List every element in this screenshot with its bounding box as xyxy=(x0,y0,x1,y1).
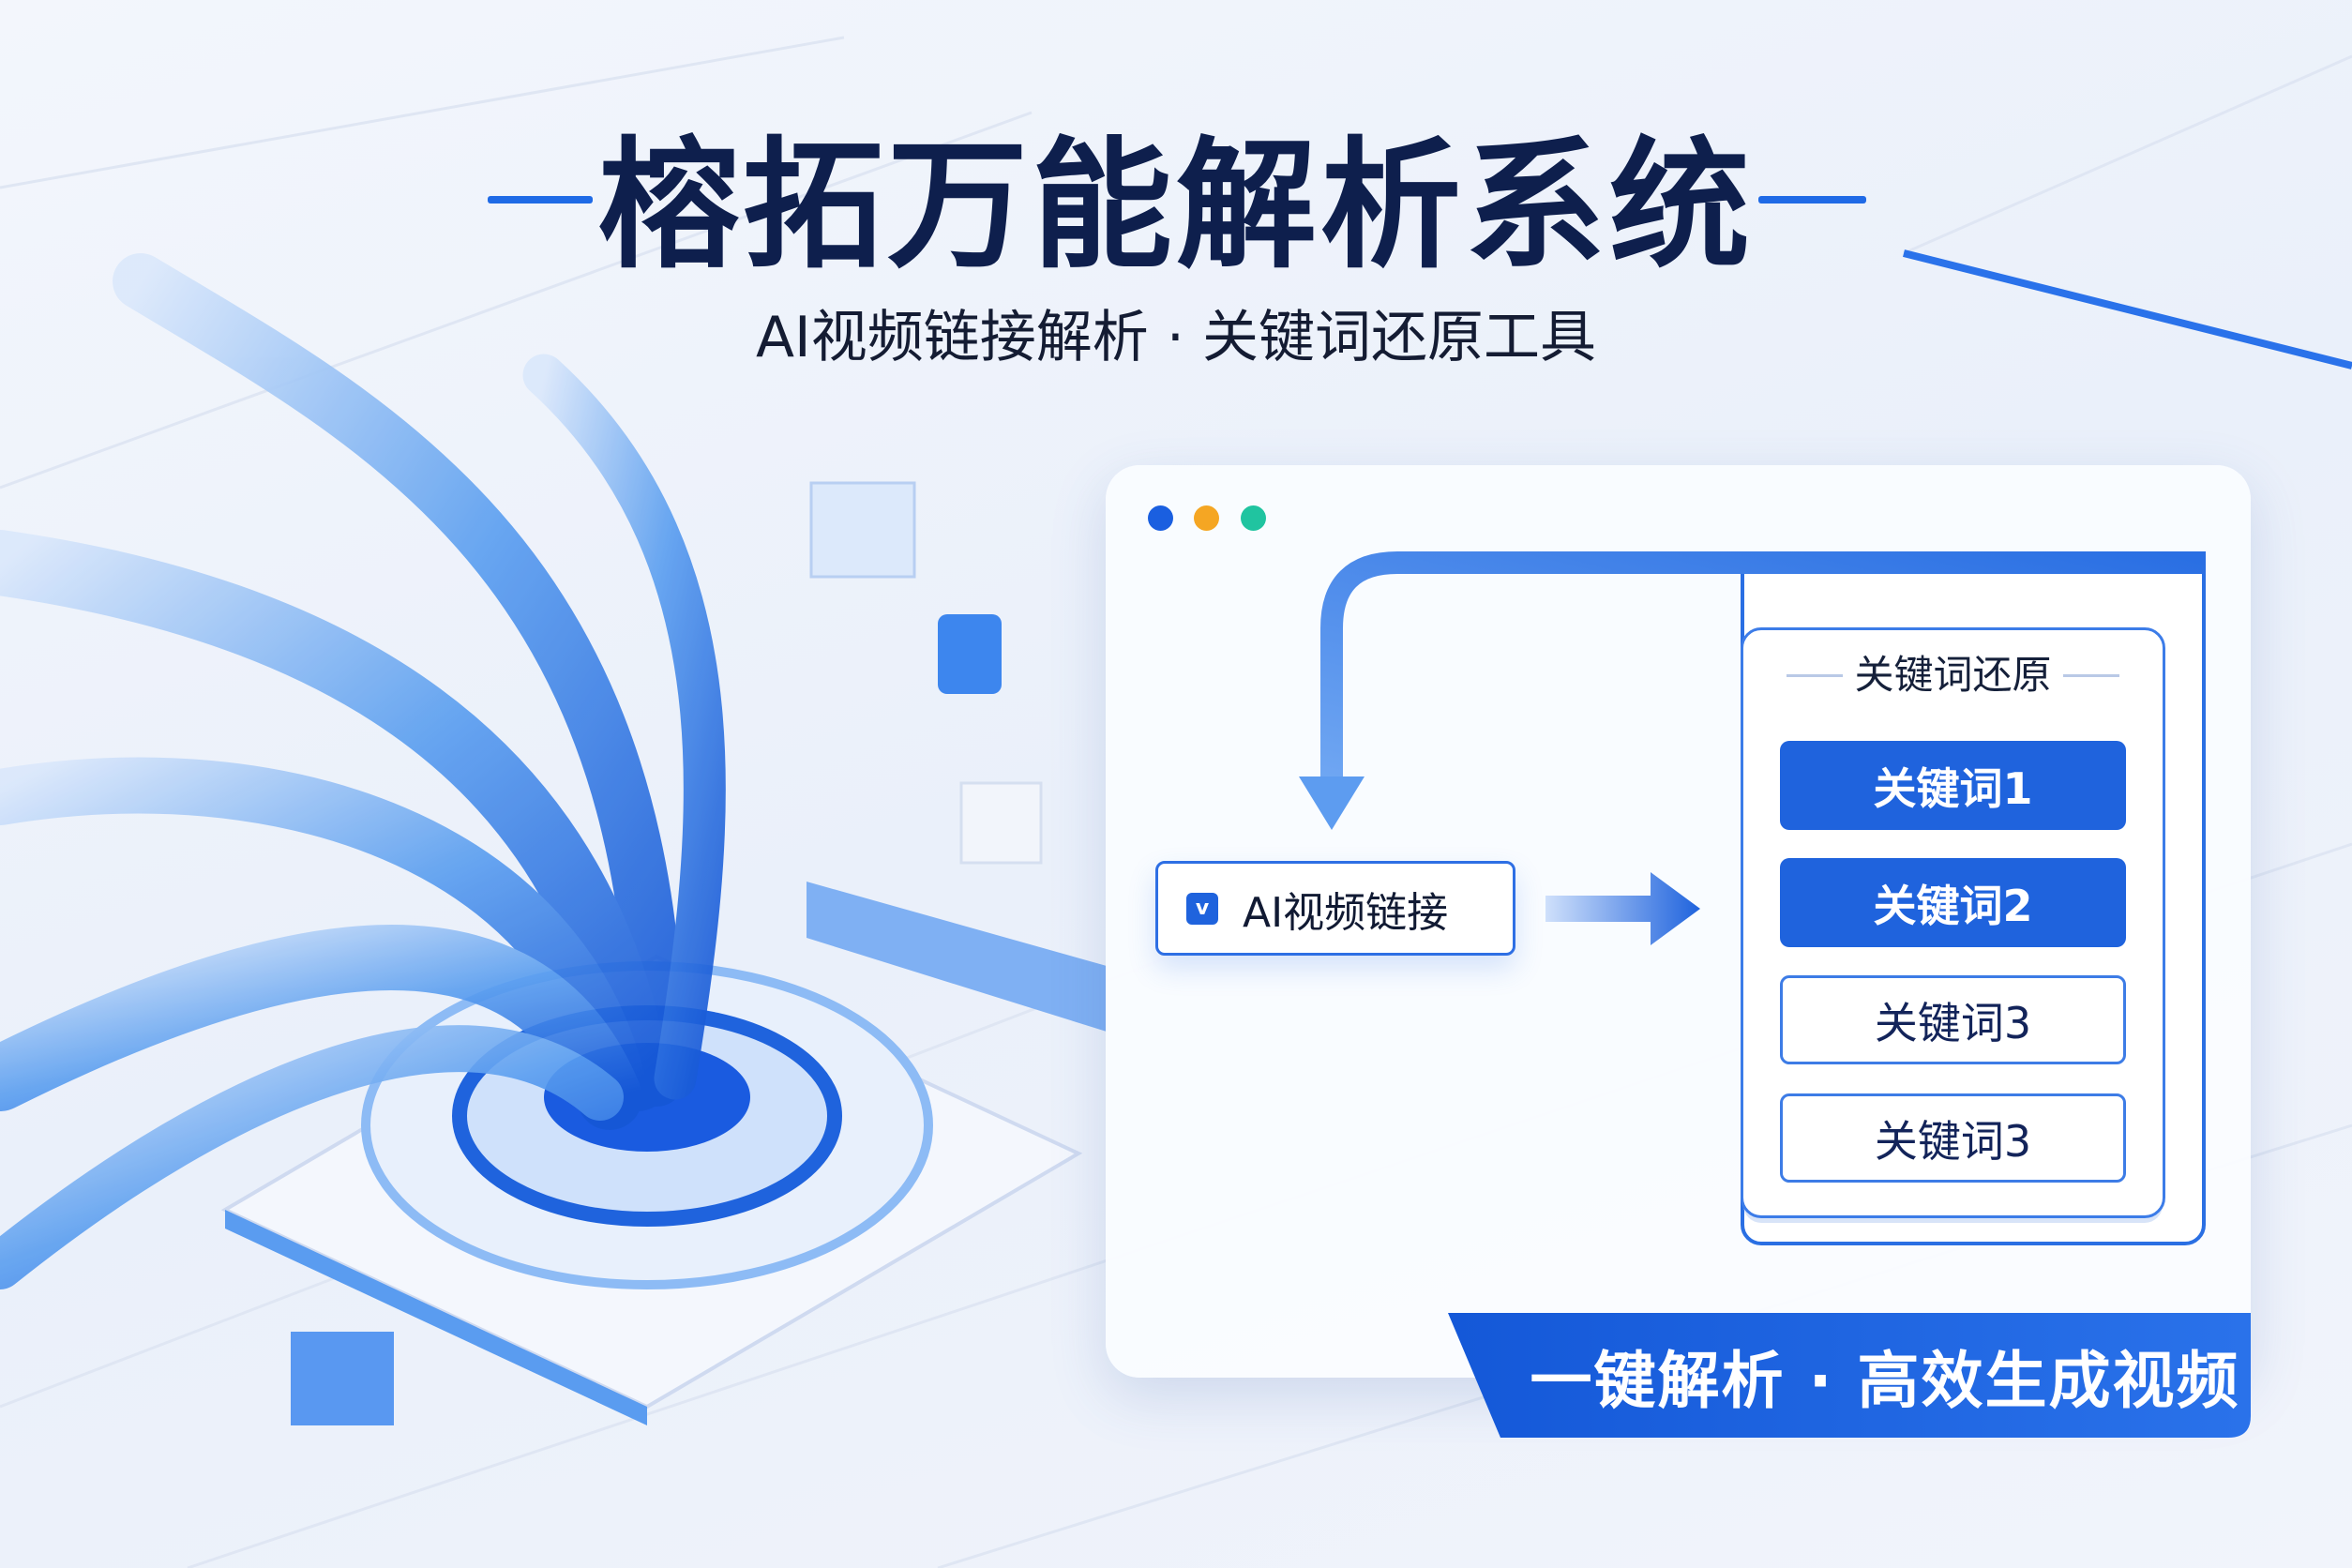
checkbox-icon: v xyxy=(1186,892,1218,925)
video-link-input[interactable]: v AI视频链接 xyxy=(1155,861,1515,956)
keyword-panel-heading: 关键词还原 xyxy=(1854,652,2052,698)
video-link-label: AI视频链接 xyxy=(1243,888,1449,937)
page-subtitle: AI视频链接解析 · 关键词还原工具 xyxy=(756,305,1596,370)
title-right-line xyxy=(1758,196,1866,204)
right-arrow-icon xyxy=(1545,872,1700,945)
title-left-line xyxy=(488,196,593,204)
banner-text: 一键解析 · 高效生成视频 xyxy=(1530,1344,2240,1417)
conveyor xyxy=(807,882,1107,1032)
keyword-button-1[interactable]: 关键词1 xyxy=(1780,741,2126,830)
return-arrow-line xyxy=(1320,551,2206,778)
keyword-button-4[interactable]: 关键词3 xyxy=(1780,1093,2126,1183)
glass-slab-edge xyxy=(1903,249,2352,369)
keyword-button-2[interactable]: 关键词2 xyxy=(1780,858,2126,947)
window-dot-orange xyxy=(1194,505,1219,531)
heading-dash-right xyxy=(2063,674,2119,677)
window-dot-blue xyxy=(1148,505,1173,531)
banner-background xyxy=(1448,1313,2251,1438)
floating-cubes xyxy=(291,481,1043,1425)
keyword-button-3[interactable]: 关键词3 xyxy=(1780,975,2126,1064)
page-title: 榕拓万能解析系统 xyxy=(597,125,1754,288)
data-swirl xyxy=(0,253,726,1289)
window-dot-green xyxy=(1241,505,1266,531)
heading-dash-left xyxy=(1787,674,1843,677)
return-arrow-head-icon xyxy=(1299,776,1364,830)
